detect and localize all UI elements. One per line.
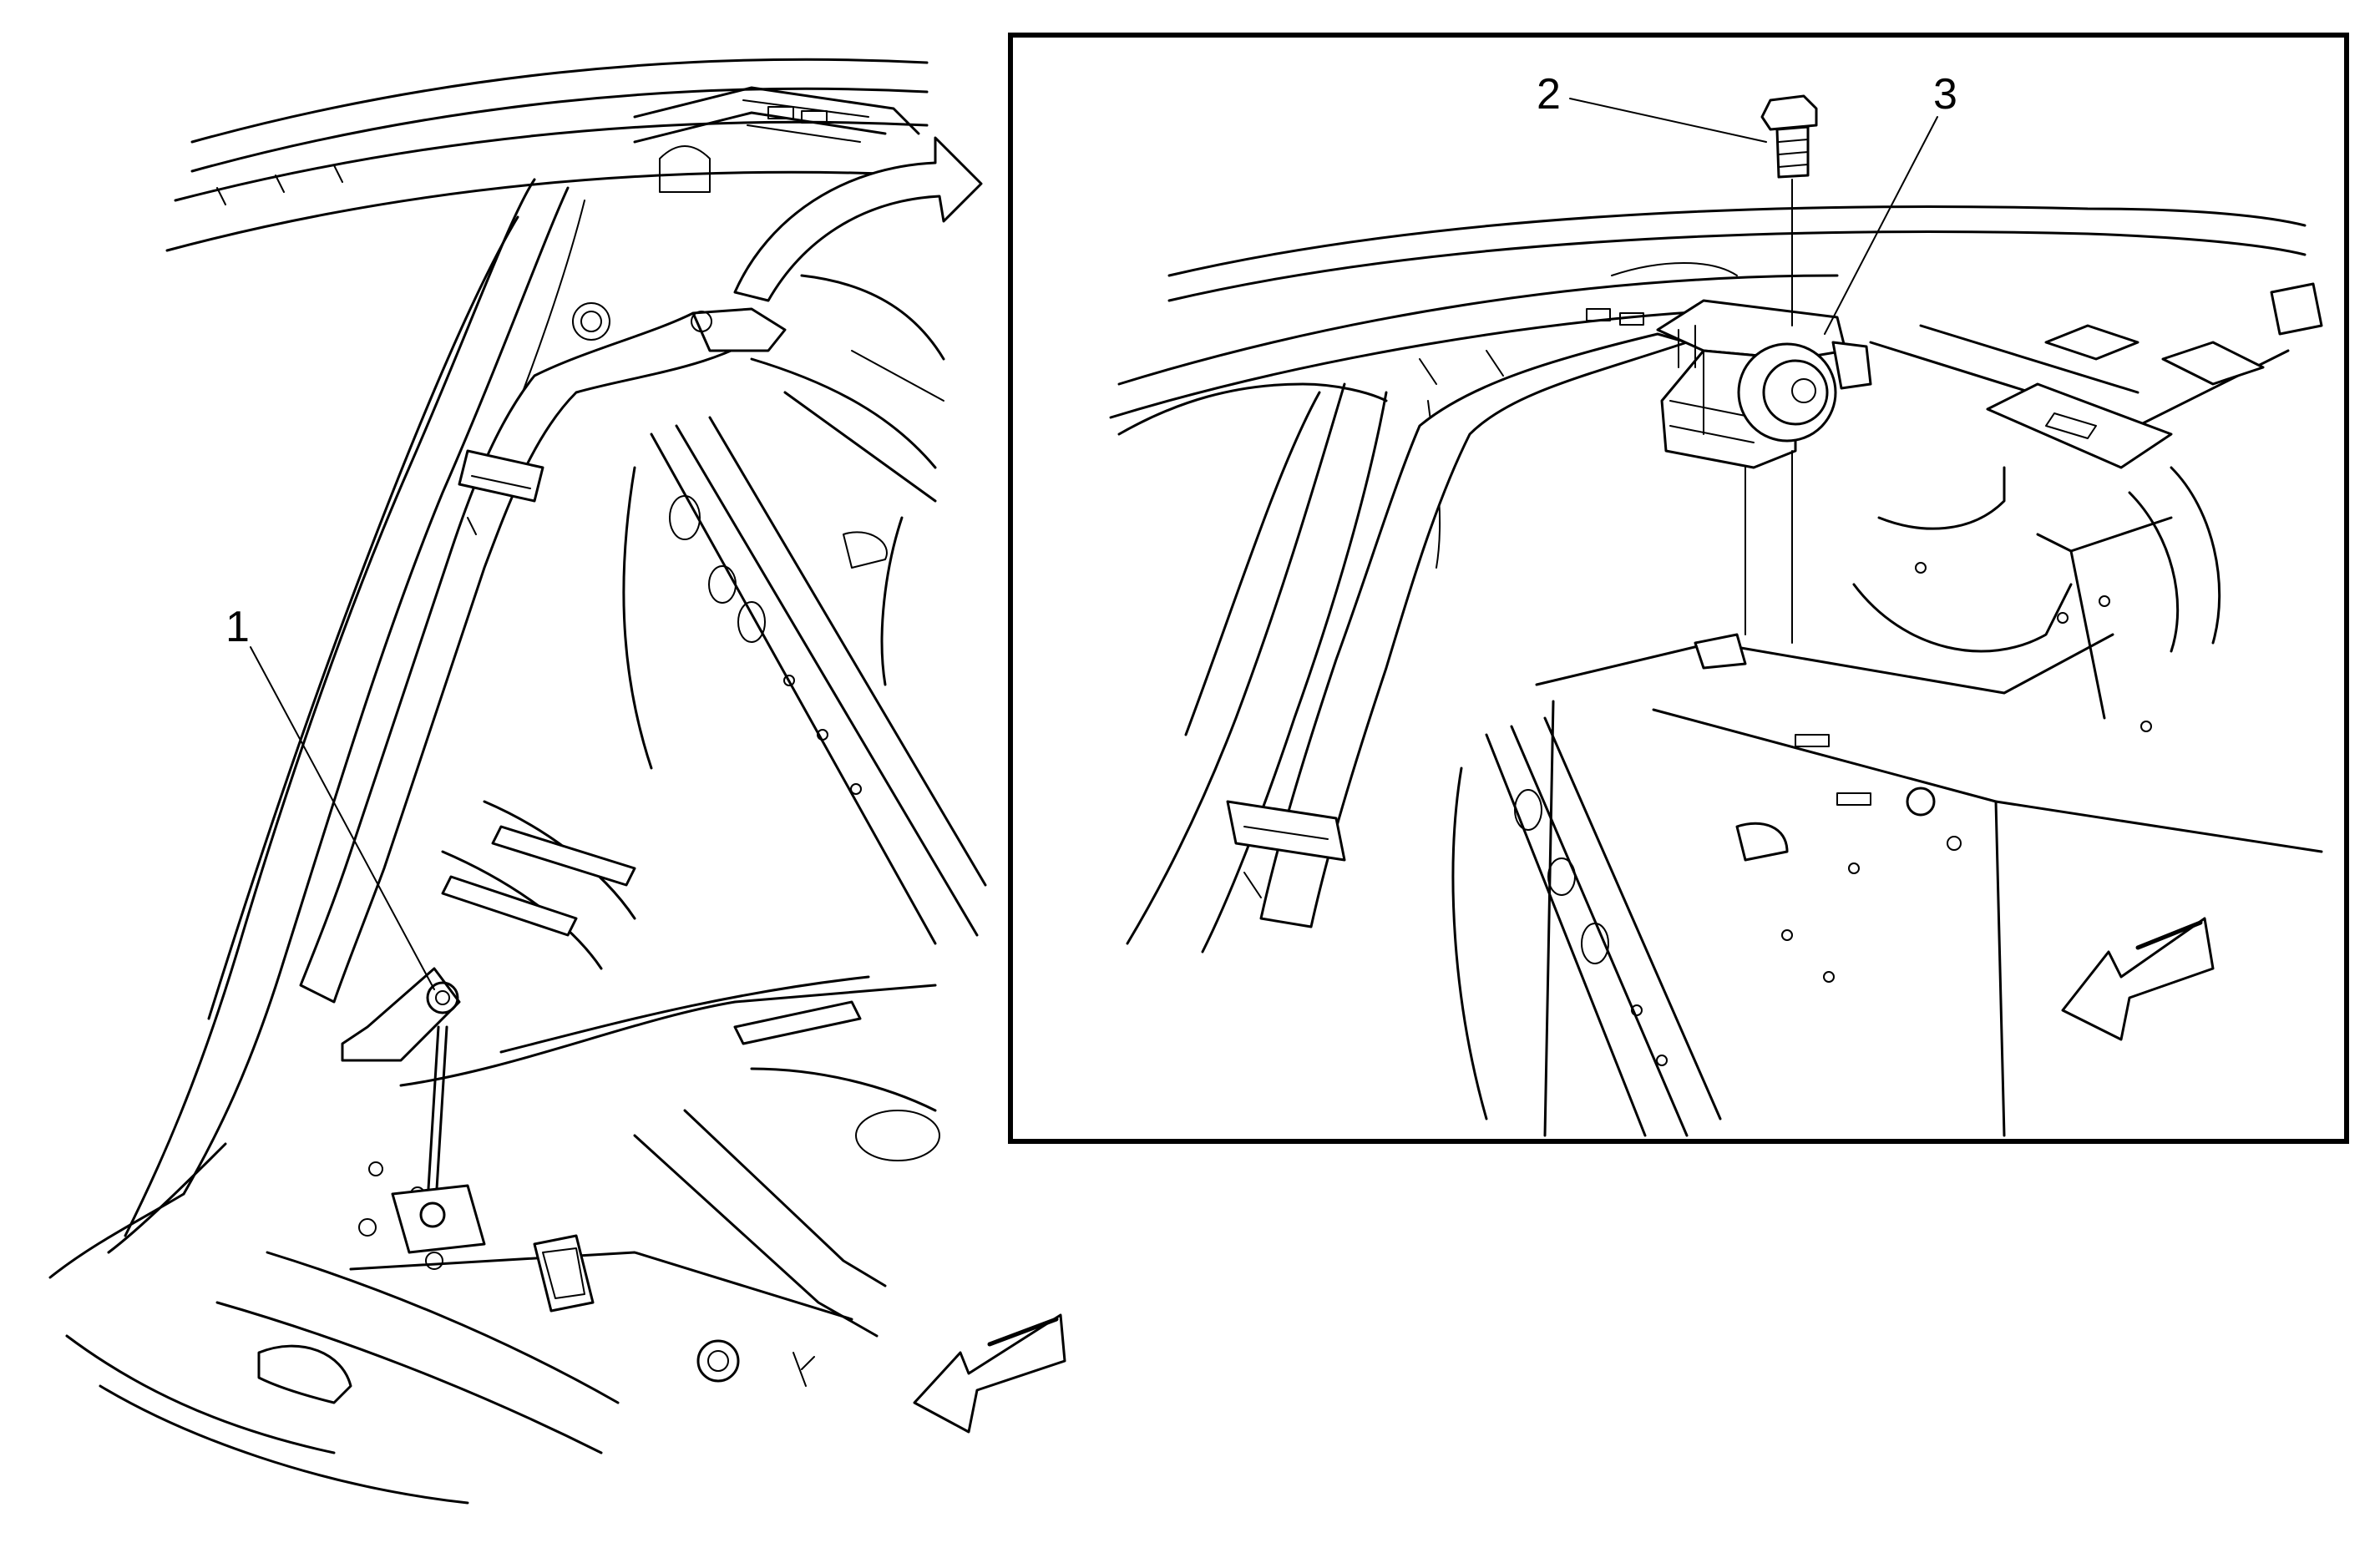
callout-2: 2 [1537,70,1767,143]
callout-2-label: 2 [1537,70,1561,119]
rear-package-shelf [633,86,945,503]
front-direction-arrow-main [913,1313,1066,1434]
detail-roof-lines [1109,205,2307,419]
detail-frame [1008,33,2349,1144]
callout-1-label: 1 [225,603,250,651]
seat-belt-retractor [1656,299,1872,469]
detail-diagonal-brace [1451,716,1835,1137]
main-view: 1 [48,58,1066,1505]
lower-anchor-plate [341,967,486,1270]
shelf-retractor-opening [572,302,787,352]
detail-package-shelf [1535,282,2323,1137]
detail-seat-belt-webbing [1226,332,1689,928]
front-direction-arrow-detail [2061,917,2215,1041]
diagonal-brace [622,416,987,945]
seat-belt-webbing [299,311,770,1004]
rotation-arrow [733,136,983,302]
c-pillar [48,178,585,1279]
retractor-bolt [1744,94,1818,644]
callout-3-label: 3 [1933,70,1957,119]
callout-1: 1 [225,603,435,990]
detail-c-pillar [1117,382,1441,954]
floor-pan [65,800,940,1505]
callout-3: 3 [1824,70,1957,335]
detail-view: 2 3 [1008,33,2349,1144]
roof-rail-lines [165,58,929,252]
